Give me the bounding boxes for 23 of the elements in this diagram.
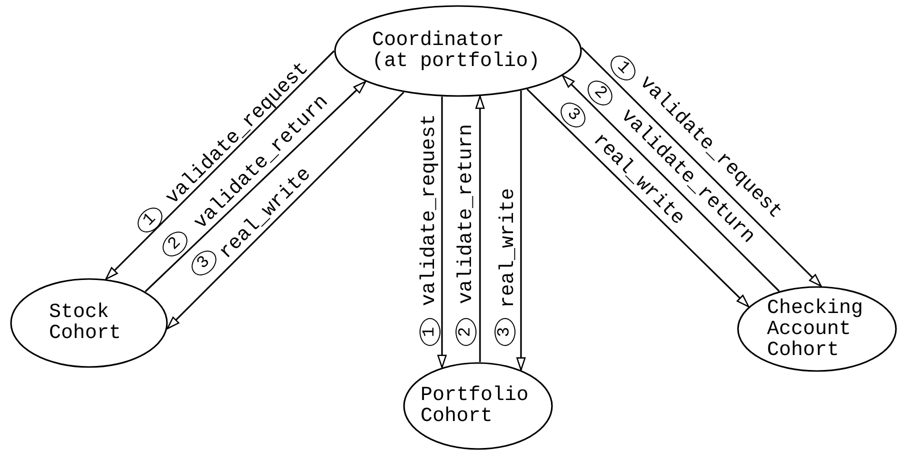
ellipse-node (403, 362, 553, 450)
node-label: Stock Cohort (49, 302, 122, 344)
step-number: 2 (456, 318, 476, 346)
node-label: Checking Account Cohort (767, 298, 864, 360)
edge-label: real_write (499, 188, 519, 308)
node-label: Coordinator (at portfolio) (372, 30, 542, 72)
arrow (144, 80, 366, 292)
step-number: 1 (420, 318, 440, 346)
arrow (105, 50, 335, 280)
arrow (475, 96, 485, 362)
edge-label: validate_return (457, 124, 477, 304)
arrow (581, 47, 822, 287)
arrow (437, 96, 447, 368)
ellipse-node (737, 286, 897, 372)
node-label: Portfolio Cohort (420, 385, 530, 427)
ellipse-node (10, 278, 168, 368)
arrow (516, 90, 526, 371)
step-number: 3 (494, 318, 516, 346)
arrow (166, 92, 404, 330)
arrow (562, 75, 780, 292)
edge-label: validate_request (420, 114, 440, 306)
ellipse-node (334, 5, 582, 97)
arrow (526, 88, 750, 308)
